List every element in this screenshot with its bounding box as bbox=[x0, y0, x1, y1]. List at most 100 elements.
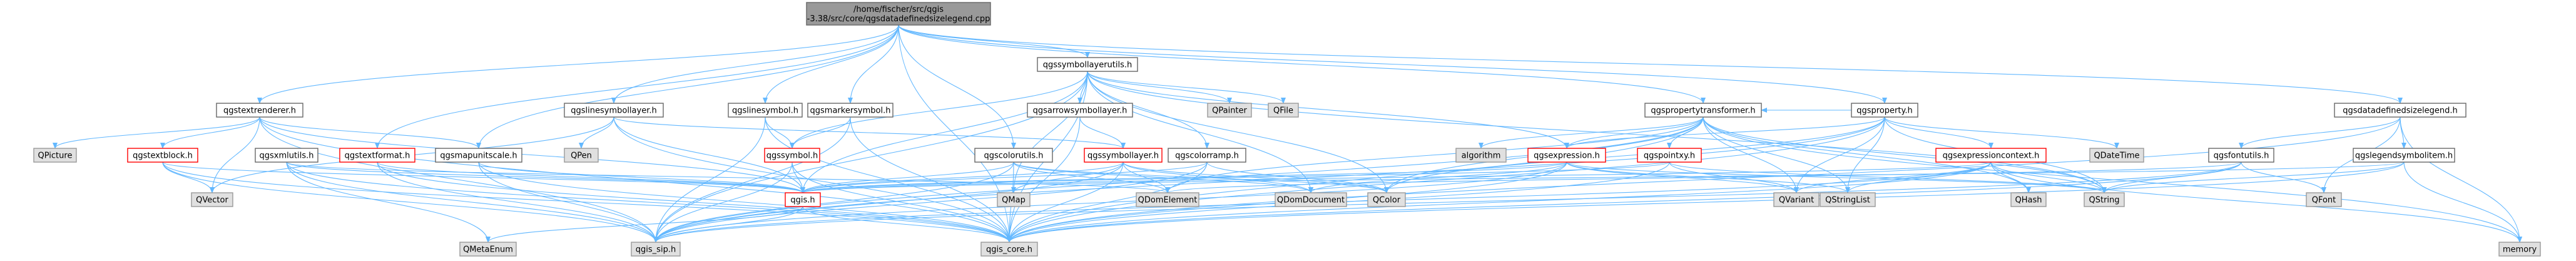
edge-qgssymbollayerutils-to-QPainter bbox=[1087, 71, 1232, 104]
edge-qgssymbollayerutils-to-qgssymbol bbox=[790, 71, 1088, 149]
edge-qgstextrenderer-to-qgis_core bbox=[259, 116, 1012, 243]
edge-qgsfontutils-to-QString bbox=[2102, 161, 2242, 193]
node-box-qgslinesymbol bbox=[728, 103, 803, 118]
node-box-qgscolorutils bbox=[974, 148, 1053, 163]
edge-qgstextformat-to-qgis_core bbox=[377, 161, 1012, 243]
node-box-qgis_sip bbox=[631, 242, 681, 257]
node-qgscolorramp[interactable]: qgscolorramp.h bbox=[1168, 148, 1246, 163]
edge-qgssymbol-to-qgis bbox=[792, 161, 805, 193]
edge-qgslinesymbollayer-to-qgis_core bbox=[613, 116, 1012, 243]
node-box-QMap bbox=[997, 192, 1031, 207]
node-qgscolorutils[interactable]: qgscolorutils.h bbox=[974, 148, 1053, 163]
edge-qgssymbollayer-to-QMap bbox=[1011, 161, 1124, 193]
node-qgstextblock[interactable]: qgstextblock.h bbox=[127, 148, 198, 163]
node-qgsexpression[interactable]: qgsexpression.h bbox=[1527, 148, 1606, 163]
edge-qgscolorramp-to-qgis bbox=[800, 161, 1208, 193]
edge-qgssymbollayer-to-qgis bbox=[800, 161, 1124, 193]
node-label-QVariant: QVariant bbox=[1779, 196, 1814, 205]
edge-qgspointxy-to-QVariant bbox=[1669, 161, 1799, 193]
node-qgsarrowsymbollayer[interactable]: qgsarrowsymbollayer.h bbox=[1027, 103, 1133, 118]
edge-qgstextrenderer-to-QVector bbox=[210, 116, 260, 193]
edge-qgsproperty-to-QVariant bbox=[1794, 116, 1885, 193]
node-box-qgsfontutils bbox=[2208, 148, 2274, 163]
node-box-QPainter bbox=[1207, 103, 1252, 118]
node-label-QVector: QVector bbox=[196, 196, 228, 205]
edge-qgsproperty-to-QDateTime bbox=[1884, 116, 2119, 149]
node-label-qgssymbol: qgssymbol.h bbox=[766, 151, 818, 161]
node-box-qgsexpression bbox=[1527, 148, 1606, 163]
node-qgsmapunitscale[interactable]: qgsmapunitscale.h bbox=[435, 148, 522, 163]
edge-qgssymbollayerutils-to-QFile bbox=[1087, 71, 1286, 104]
node-qgis[interactable]: qgis.h bbox=[785, 192, 821, 207]
node-qgsexpressioncontext[interactable]: qgsexpressioncontext.h bbox=[1935, 148, 2047, 163]
node-label-qgsarrowsymbollayer: qgsarrowsymbollayer.h bbox=[1033, 106, 1128, 116]
node-box-QPicture bbox=[33, 148, 77, 163]
edge-qgslegendsymbolitem-to-memory bbox=[2403, 161, 2522, 243]
node-qgstextformat[interactable]: qgstextformat.h bbox=[339, 148, 415, 163]
edge-qgsarrowsymbollayer-to-qgssymbollayer bbox=[1079, 116, 1126, 149]
node-label-QDateTime: QDateTime bbox=[2094, 151, 2139, 161]
node-label-qgsexpressioncontext: qgsexpressioncontext.h bbox=[1943, 151, 2040, 161]
node-QString: QString bbox=[2084, 192, 2125, 207]
node-layer: /home/fischer/src/qgis-3.38/src/core/qgs… bbox=[33, 2, 2541, 257]
edge-qgis-to-qgis_sip bbox=[653, 206, 803, 243]
edge-qgsmapunitscale-to-qgis_sip bbox=[478, 161, 658, 243]
node-qgslinesymbol[interactable]: qgslinesymbol.h bbox=[728, 103, 803, 118]
node-qgspointxy[interactable]: qgspointxy.h bbox=[1637, 148, 1702, 163]
node-label-root: -3.38/src/core/qgsdatadefinedsizelegend.… bbox=[807, 14, 990, 24]
node-root[interactable]: /home/fischer/src/qgis-3.38/src/core/qgs… bbox=[806, 2, 991, 26]
edge-qgsfontutils-to-QFont bbox=[2241, 161, 2326, 193]
edge-qgssymbollayerutils-to-QString bbox=[1087, 71, 2107, 193]
node-label-qgslinesymbol: qgslinesymbol.h bbox=[732, 106, 798, 116]
node-QHash: QHash bbox=[2010, 192, 2047, 207]
node-label-qgsxmlutils: qgsxmlutils.h bbox=[260, 151, 314, 161]
node-box-memory bbox=[2498, 242, 2541, 257]
node-qgsdatadefinedsizelegend[interactable]: qgsdatadefinedsizelegend.h bbox=[2334, 103, 2467, 118]
node-qgstextrenderer[interactable]: qgstextrenderer.h bbox=[216, 103, 303, 118]
node-label-qgstextblock: qgstextblock.h bbox=[133, 151, 193, 161]
node-label-qgis_core: qgis_core.h bbox=[986, 245, 1032, 255]
node-box-QColor bbox=[1367, 192, 1406, 207]
node-qgssymbollayerutils[interactable]: qgssymbollayerutils.h bbox=[1037, 57, 1138, 72]
node-label-qgssymbollayer: qgssymbollayer.h bbox=[1087, 151, 1159, 161]
node-qgssymbol[interactable]: qgssymbol.h bbox=[764, 148, 820, 163]
node-qgsproperty[interactable]: qgsproperty.h bbox=[1851, 103, 1918, 118]
node-algorithm: algorithm bbox=[1455, 148, 1507, 163]
node-box-qgsxmlutils bbox=[255, 148, 318, 163]
node-label-QPen: QPen bbox=[571, 151, 592, 161]
edge-qgsdatadefinedsizelegend-to-qgsfontutils bbox=[2239, 116, 2401, 149]
node-box-qgslegendsymbolitem bbox=[2353, 148, 2455, 163]
node-qgis_sip: qgis_sip.h bbox=[631, 242, 681, 257]
edge-qgis-to-qgis_core bbox=[802, 206, 1012, 243]
edge-qgsmarkersymbol-to-qgssymbol bbox=[790, 116, 851, 149]
edge-qgslinesymbollayer-to-qgis bbox=[613, 116, 805, 193]
edge-qgsproperty-to-QStringList bbox=[1845, 116, 1885, 193]
node-label-qgsdatadefinedsizelegend: qgsdatadefinedsizelegend.h bbox=[2343, 106, 2457, 116]
node-qgsfontutils[interactable]: qgsfontutils.h bbox=[2208, 148, 2274, 163]
node-label-QColor: QColor bbox=[1373, 196, 1401, 205]
node-box-QString bbox=[2084, 192, 2125, 207]
node-box-qgsmarkersymbol bbox=[807, 103, 893, 118]
edge-qgspropertytransformer-to-QString bbox=[1703, 116, 2107, 193]
node-qgsmarkersymbol[interactable]: qgsmarkersymbol.h bbox=[807, 103, 893, 118]
node-qgssymbollayer[interactable]: qgssymbollayer.h bbox=[1084, 148, 1163, 163]
node-label-memory: memory bbox=[2503, 245, 2537, 255]
edge-qgslegendsymbolitem-to-qgis bbox=[800, 161, 2405, 193]
node-qgslegendsymbolitem[interactable]: qgslegendsymbolitem.h bbox=[2353, 148, 2455, 163]
edge-qgsexpressioncontext-to-QStringList bbox=[1845, 161, 1992, 193]
node-QVector: QVector bbox=[191, 192, 233, 207]
node-label-root: /home/fischer/src/qgis bbox=[853, 5, 944, 14]
edge-qgstextrenderer-to-QPicture bbox=[53, 116, 260, 149]
node-qgsxmlutils[interactable]: qgsxmlutils.h bbox=[255, 148, 318, 163]
node-label-qgis: qgis.h bbox=[790, 196, 815, 205]
edge-qgssymbol-to-qgis_sip bbox=[653, 161, 793, 243]
node-box-QFont bbox=[2306, 192, 2342, 207]
edge-qgsexpressioncontext-to-QHash bbox=[1990, 161, 2031, 193]
node-label-QString: QString bbox=[2089, 196, 2119, 205]
edge-qgspointxy-to-qgis bbox=[800, 161, 1670, 193]
node-qgspropertytransformer[interactable]: qgspropertytransformer.h bbox=[1644, 103, 1762, 118]
edge-qgsexpression-to-QString bbox=[1566, 161, 2107, 193]
edge-qgsmapunitscale-to-qgis_core bbox=[478, 161, 1012, 243]
node-box-qgsarrowsymbollayer bbox=[1027, 103, 1133, 118]
node-qgslinesymbollayer[interactable]: qgslinesymbollayer.h bbox=[564, 103, 664, 118]
